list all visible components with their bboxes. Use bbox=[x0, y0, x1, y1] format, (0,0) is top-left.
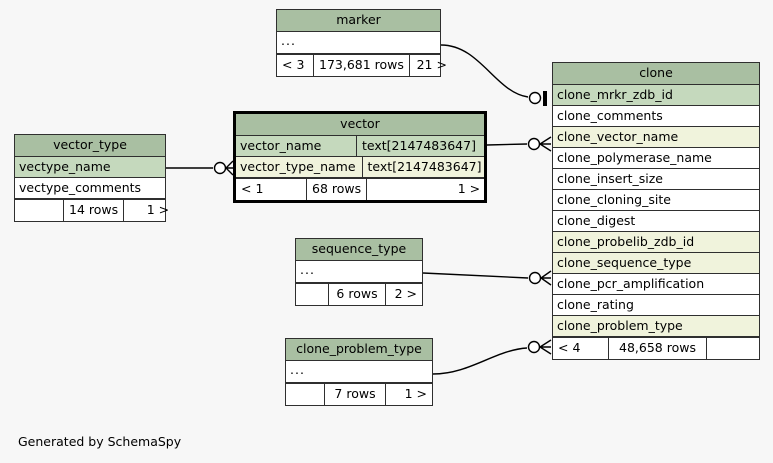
connector-cloneproblemtype-clone bbox=[527, 339, 552, 355]
footer-child-count: 2 > bbox=[394, 286, 417, 301]
connector-vector-clone bbox=[527, 136, 552, 152]
column-name: ... bbox=[290, 362, 305, 377]
column-name: clone_pcr_amplification bbox=[557, 276, 705, 291]
column-name: clone_probelib_zdb_id bbox=[557, 234, 695, 249]
footer-row-count: 68 rows bbox=[306, 179, 368, 200]
table-marker[interactable]: marker ... < 3 173,681 rows 21 > bbox=[276, 9, 447, 77]
column-name: clone_sequence_type bbox=[557, 255, 692, 270]
edge-marker-to-clone bbox=[440, 44, 529, 98]
table-row-clone-pcr-amplification[interactable]: clone_pcr_amplification bbox=[553, 274, 759, 295]
column-name: vector_name bbox=[240, 138, 322, 153]
column-type: text[2147483647] bbox=[356, 136, 484, 156]
column-name: clone_vector_name bbox=[557, 129, 679, 144]
column-name: clone_problem_type bbox=[557, 318, 683, 333]
table-row-clone-digest[interactable]: clone_digest bbox=[553, 211, 759, 232]
column-name: ... bbox=[281, 33, 296, 48]
column-name: vectype_comments bbox=[19, 180, 142, 195]
footer-parent-count bbox=[296, 284, 328, 305]
column-name: clone_mrkr_zdb_id bbox=[557, 87, 673, 102]
footer-parent-count: < 1 bbox=[241, 181, 264, 196]
footer-row-count: 14 rows bbox=[63, 200, 125, 221]
footer-row-count: 7 rows bbox=[324, 384, 386, 405]
table-row-clone-insert-size[interactable]: clone_insert_size bbox=[553, 169, 759, 190]
table-row-clone-polymerase-name[interactable]: clone_polymerase_name bbox=[553, 148, 759, 169]
table-row-clone-mrkr-zdb-id[interactable]: clone_mrkr_zdb_id bbox=[553, 85, 759, 106]
column-type: text[2147483647] bbox=[361, 157, 490, 177]
footer-child-count: 21 > bbox=[416, 57, 447, 72]
table-row-clone-probelib-zdb-id[interactable]: clone_probelib_zdb_id bbox=[553, 232, 759, 253]
column-name: vector_type_name bbox=[240, 159, 356, 174]
table-row-clone-sequence-type[interactable]: clone_sequence_type bbox=[553, 253, 759, 274]
table-footer: 7 rows 1 > bbox=[286, 383, 432, 405]
footer-child-count: 1 > bbox=[146, 202, 170, 217]
connector-sequencetype-clone bbox=[528, 270, 552, 286]
column-name: clone_cloning_site bbox=[557, 192, 671, 207]
connector-marker-clone bbox=[528, 91, 547, 106]
column-name: clone_rating bbox=[557, 297, 634, 312]
table-row[interactable]: ... bbox=[286, 361, 432, 383]
table-row-clone-cloning-site[interactable]: clone_cloning_site bbox=[553, 190, 759, 211]
table-footer: < 1 68 rows 1 > bbox=[236, 178, 484, 200]
edge-vector-to-clone bbox=[486, 143, 528, 146]
table-title: sequence_type bbox=[296, 239, 422, 261]
table-footer: 6 rows 2 > bbox=[296, 283, 422, 305]
generated-by-note: Generated by SchemaSpy bbox=[18, 434, 182, 449]
table-clone-problem-type[interactable]: clone_problem_type ... 7 rows 1 > bbox=[285, 338, 433, 406]
column-name: clone_comments bbox=[557, 108, 663, 123]
table-row[interactable]: ... bbox=[296, 261, 422, 283]
table-title: clone bbox=[553, 63, 759, 85]
footer-parent-count: < 4 bbox=[558, 340, 581, 355]
footer-parent-count bbox=[286, 384, 324, 405]
table-vector-type[interactable]: vector_type vectype_name vectype_comment… bbox=[14, 134, 169, 222]
table-row-vectype-comments[interactable]: vectype_comments bbox=[15, 178, 165, 199]
column-name: ... bbox=[300, 262, 315, 277]
table-row-vectype-name[interactable]: vectype_name bbox=[15, 157, 165, 178]
edge-sequencetype-to-clone bbox=[422, 272, 529, 279]
footer-child-count: 1 > bbox=[457, 181, 481, 196]
table-footer: 14 rows 1 > bbox=[15, 199, 169, 221]
table-row-vector-name[interactable]: vector_name text[2147483647] bbox=[236, 136, 484, 157]
footer-parent-count bbox=[15, 200, 63, 221]
column-name: clone_digest bbox=[557, 213, 636, 228]
footer-child-count bbox=[707, 338, 759, 359]
table-clone[interactable]: clone clone_mrkr_zdb_id clone_comments c… bbox=[552, 62, 760, 360]
table-row-vector-type-name[interactable]: vector_type_name text[2147483647] bbox=[236, 157, 484, 178]
column-name: clone_insert_size bbox=[557, 171, 663, 186]
column-name: vectype_name bbox=[19, 159, 111, 174]
footer-child-count: 1 > bbox=[404, 386, 427, 401]
table-sequence-type[interactable]: sequence_type ... 6 rows 2 > bbox=[295, 238, 423, 306]
footer-parent-count: < 3 bbox=[282, 57, 305, 72]
table-row[interactable]: ... bbox=[277, 32, 440, 54]
footer-row-count: 173,681 rows bbox=[313, 55, 410, 76]
table-footer: < 3 173,681 rows 21 > bbox=[277, 54, 447, 76]
table-row-clone-problem-type[interactable]: clone_problem_type bbox=[553, 316, 759, 337]
table-footer: < 4 48,658 rows bbox=[553, 337, 759, 359]
connector-vectortype-vector bbox=[213, 160, 234, 176]
table-row-clone-rating[interactable]: clone_rating bbox=[553, 295, 759, 316]
footer-row-count: 6 rows bbox=[328, 284, 386, 305]
table-row-clone-vector-name[interactable]: clone_vector_name bbox=[553, 127, 759, 148]
table-title: vector_type bbox=[15, 135, 165, 157]
table-title: vector bbox=[236, 114, 484, 136]
table-row-clone-comments[interactable]: clone_comments bbox=[553, 106, 759, 127]
edge-cloneproblemtype-to-clone bbox=[432, 347, 528, 375]
table-title: clone_problem_type bbox=[286, 339, 432, 361]
footer-row-count: 48,658 rows bbox=[608, 338, 707, 359]
table-title: marker bbox=[277, 10, 440, 32]
column-name: clone_polymerase_name bbox=[557, 150, 712, 165]
table-vector[interactable]: vector vector_name text[2147483647] vect… bbox=[233, 111, 487, 203]
